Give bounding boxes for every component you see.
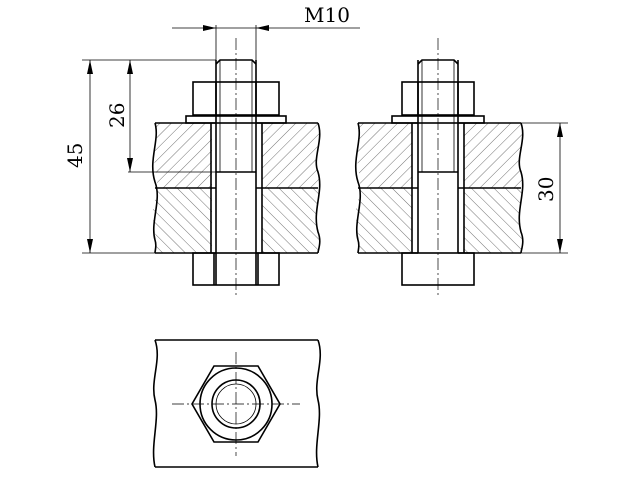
dimension-26: 26: [105, 60, 216, 173]
right-section-view: [354, 38, 524, 298]
dimension-45: 45: [63, 59, 216, 254]
dimension-45-label: 45: [63, 143, 87, 168]
left-plates-hatch: [152, 123, 320, 253]
dimension-30-label: 30: [534, 177, 558, 202]
top-view-plate-outline: [152, 339, 322, 468]
dimension-26-label: 26: [105, 103, 129, 128]
top-view-thread-arc: [211, 379, 261, 429]
dimension-m10-label: M10: [304, 3, 350, 27]
right-plates-hatch: [355, 123, 523, 253]
top-view: [152, 339, 322, 468]
left-section-view: [151, 38, 321, 298]
dimension-30: 30: [521, 122, 568, 254]
dimension-m10: M10: [172, 3, 360, 60]
